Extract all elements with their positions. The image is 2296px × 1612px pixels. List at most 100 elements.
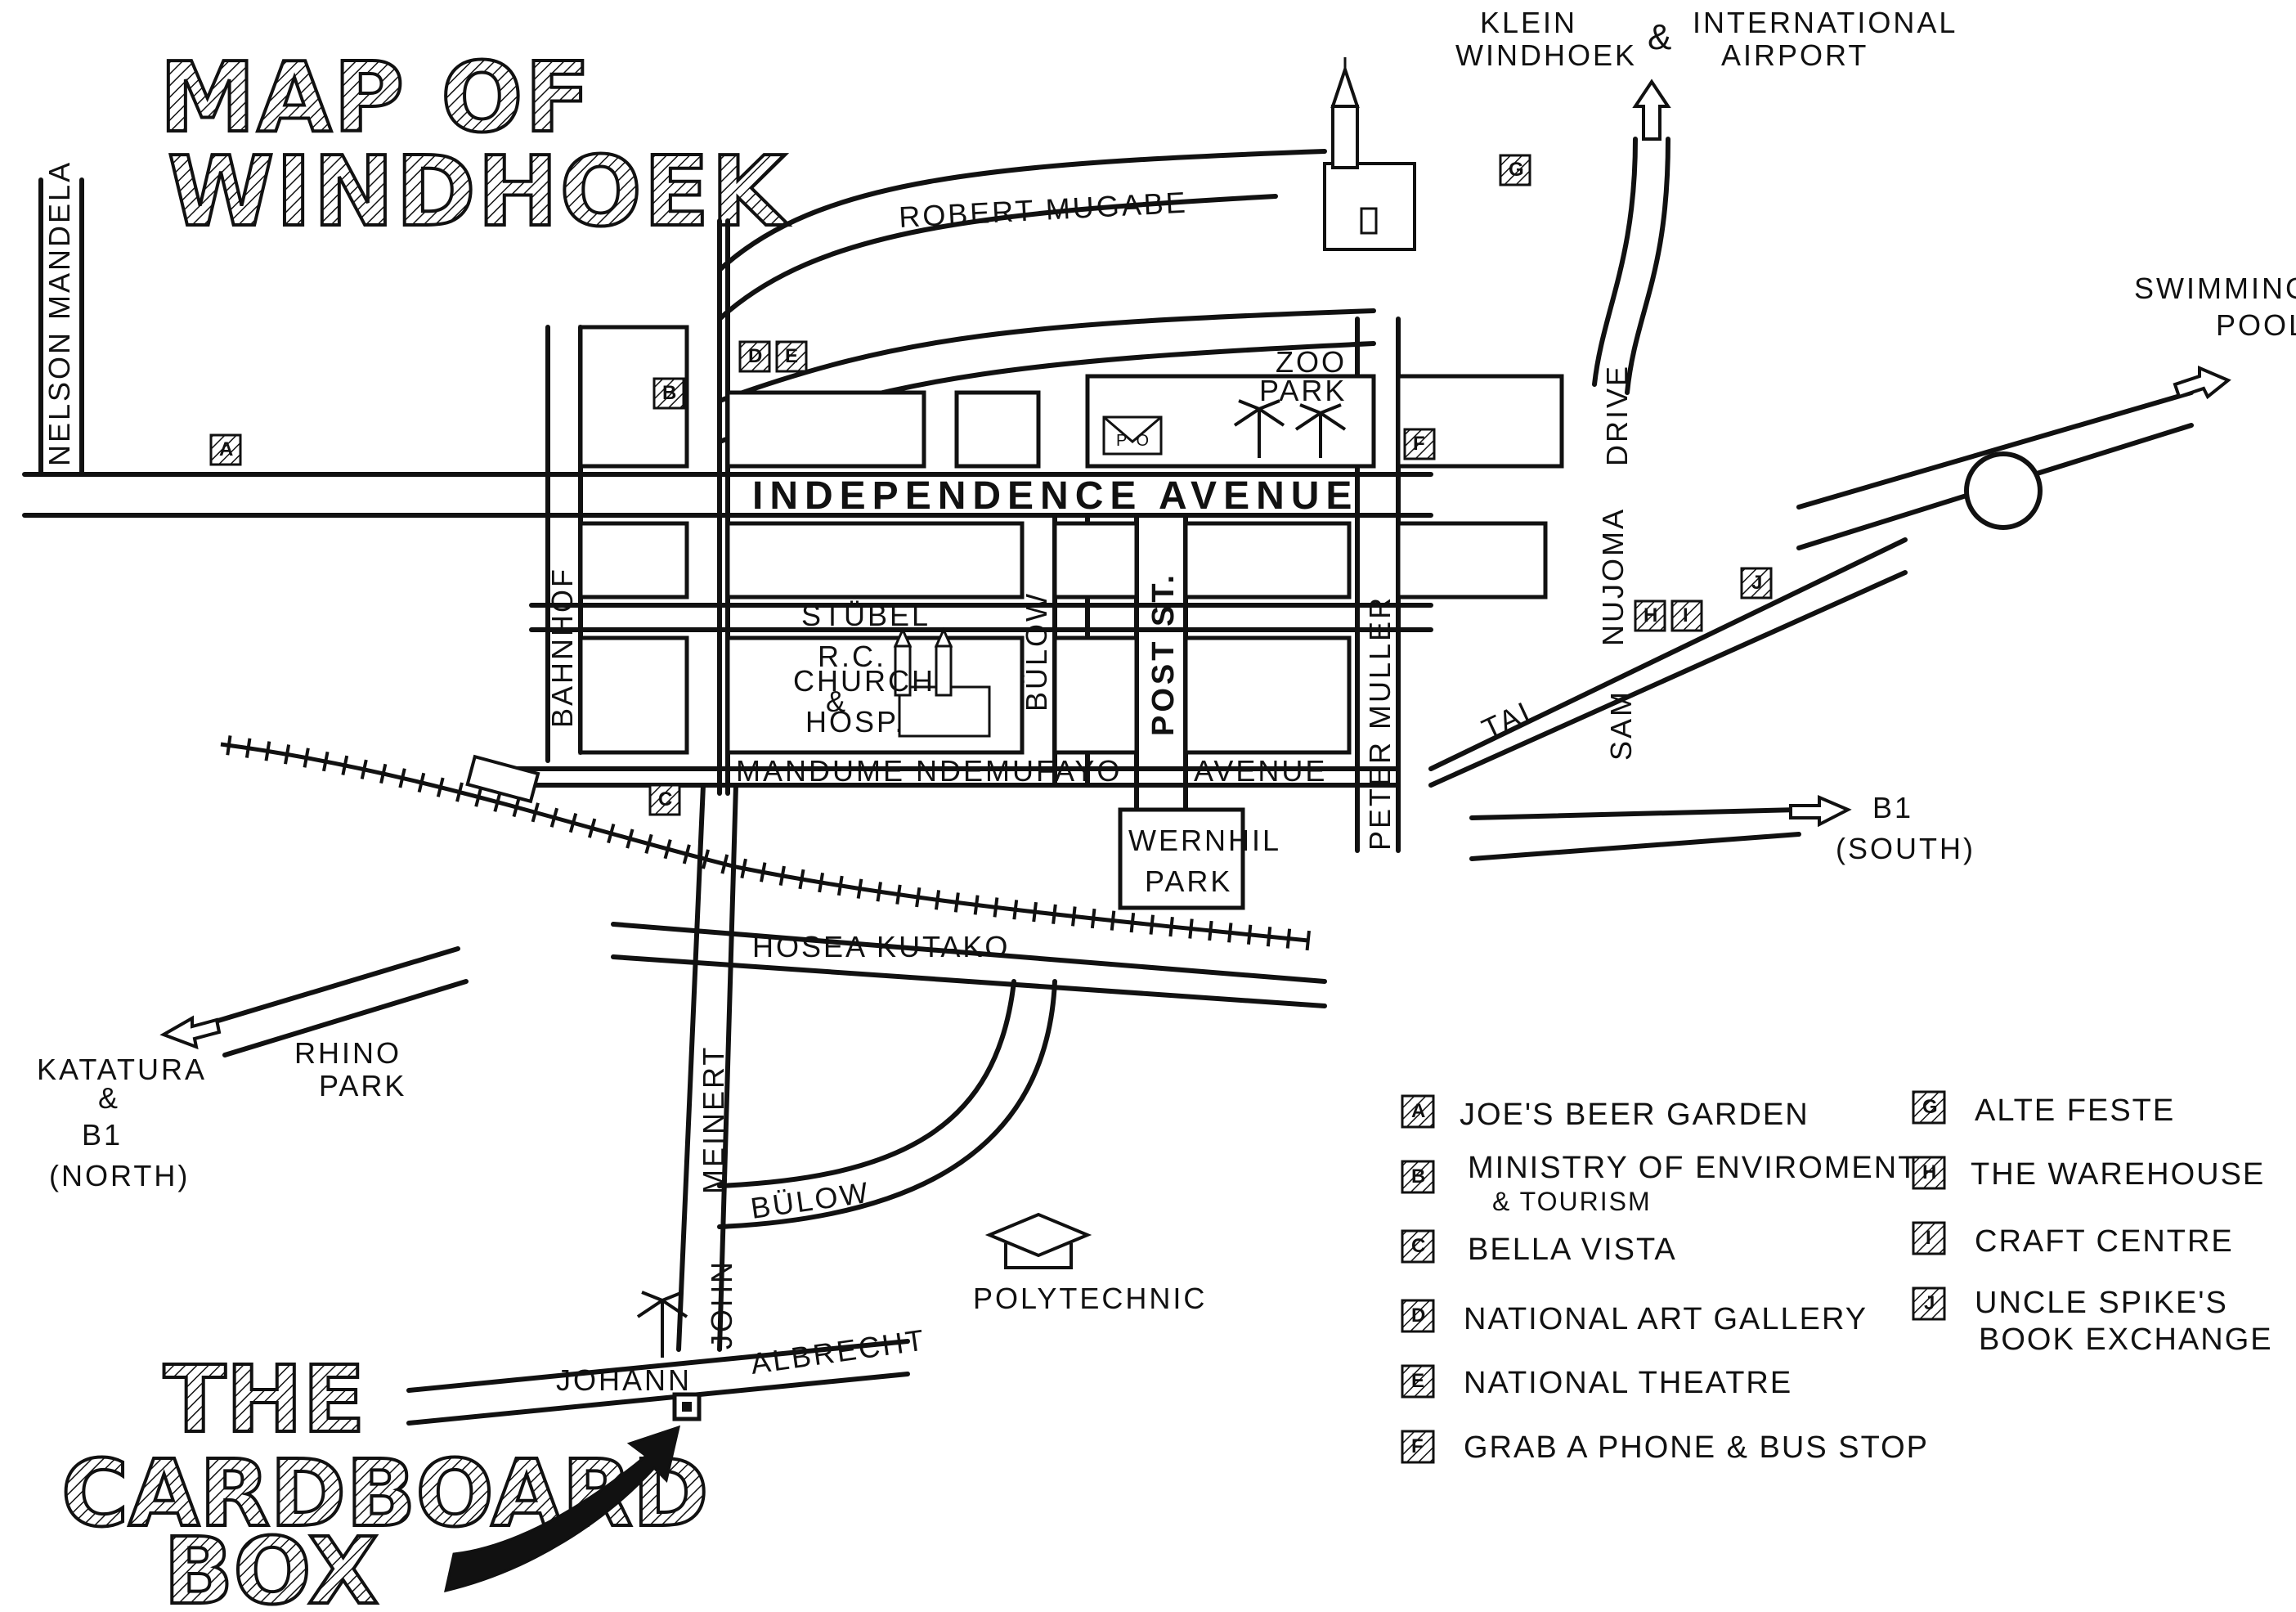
legend-item-a: A JOE'S BEER GARDEN <box>1401 1094 1809 1132</box>
street-nelson-mandela: NELSON MANDELA <box>43 160 76 466</box>
street-independence-avenue: INDEPENDENCE AVENUE <box>752 474 1358 518</box>
rhino-park-label: RHINO PARK <box>294 1036 406 1102</box>
street-mandume: MANDUME NDEMUFAYO <box>736 754 1122 788</box>
svg-text:B1: B1 <box>82 1118 123 1152</box>
map-markers: A B C D E F G H I J <box>209 154 1773 816</box>
marker-i: I <box>1670 599 1703 632</box>
svg-text:R.C.: R.C. <box>818 640 886 673</box>
wernhil-park-label: WERNHIL PARK <box>1128 824 1281 898</box>
christuskirche-icon <box>1323 57 1416 251</box>
legend-item-c: C BELLA VISTA <box>1401 1229 1677 1267</box>
marker-h: H <box>1634 599 1666 632</box>
svg-text:HOSP.: HOSP. <box>805 705 905 739</box>
svg-text:J: J <box>1924 1292 1935 1314</box>
cardboard-title-line3: BOX <box>164 1519 379 1612</box>
svg-text:KATATURA: KATATURA <box>37 1053 207 1086</box>
svg-text:AIRPORT: AIRPORT <box>1721 38 1868 72</box>
polytechnic-label: POLYTECHNIC <box>973 1282 1207 1315</box>
roundabout <box>1964 451 2043 530</box>
marker-f: F <box>1403 428 1436 460</box>
legend-item-g: G ALTE FESTE <box>1912 1090 2175 1128</box>
post-office-label: P O <box>1116 432 1151 450</box>
svg-text:UNCLE SPIKE'S: UNCLE SPIKE'S <box>1975 1286 2228 1320</box>
svg-text:MINISTRY OF ENVIROMENT: MINISTRY OF ENVIROMENT <box>1468 1151 1918 1185</box>
svg-text:NATIONAL THEATRE: NATIONAL THEATRE <box>1464 1366 1792 1400</box>
marker-a: A <box>209 433 242 466</box>
street-albrecht: ALBRECHT <box>748 1322 928 1381</box>
polytechnic-cap-icon <box>984 1212 1092 1269</box>
svg-text:I: I <box>1683 604 1688 626</box>
svg-text:RHINO: RHINO <box>294 1036 401 1070</box>
svg-text:PARK: PARK <box>1259 374 1347 407</box>
street-stubel: STÜBEL <box>801 599 931 632</box>
rc-church-icon <box>893 626 991 738</box>
svg-text:GRAB A PHONE & BUS STOP: GRAB A PHONE & BUS STOP <box>1464 1430 1929 1465</box>
street-johann: JOHANN <box>556 1363 692 1397</box>
street-hosea-kutako: HOSEA KUTAKO <box>752 930 1010 963</box>
svg-text:WINDHOEK: WINDHOEK <box>1455 38 1637 72</box>
svg-text:C: C <box>1411 1235 1425 1257</box>
street-post-st: POST ST. <box>1146 572 1181 736</box>
svg-text:J: J <box>1751 572 1762 594</box>
svg-text:G: G <box>1922 1096 1938 1118</box>
street-peter-muller: PETER MULLER <box>1363 595 1397 851</box>
street-avenue-label: AVENUE <box>1194 754 1327 788</box>
street-drive: DRIVE <box>1600 364 1634 466</box>
legend-item-f: F GRAB A PHONE & BUS STOP <box>1401 1430 1929 1465</box>
street-bulow-upper: BÜLOW <box>1020 591 1053 712</box>
ampersand-label: & <box>1648 17 1674 57</box>
svg-text:NATIONAL ART GALLERY: NATIONAL ART GALLERY <box>1464 1302 1868 1336</box>
swimming-pool-label: SWIMMING POOL <box>2134 272 2296 342</box>
legend-item-d: D NATIONAL ART GALLERY <box>1401 1299 1868 1336</box>
svg-text:PARK: PARK <box>319 1069 406 1102</box>
svg-text:E: E <box>785 345 798 367</box>
svg-text:F: F <box>1413 433 1425 455</box>
svg-text:B1: B1 <box>1872 791 1913 824</box>
svg-text:KLEIN: KLEIN <box>1480 6 1577 39</box>
marker-j: J <box>1740 567 1773 599</box>
svg-text:& TOURISM: & TOURISM <box>1492 1187 1652 1216</box>
svg-text:I: I <box>1926 1227 1931 1249</box>
east-arrow-b1-south <box>1789 794 1852 828</box>
post-office-icon <box>1102 415 1163 456</box>
svg-text:BOOK EXCHANGE: BOOK EXCHANGE <box>1979 1322 2273 1357</box>
svg-text:SWIMMING: SWIMMING <box>2134 272 2296 305</box>
svg-text:A: A <box>1411 1100 1425 1122</box>
west-arrow-katatura <box>159 1015 222 1050</box>
klein-windhoek-label: KLEIN WINDHOEK <box>1455 6 1637 72</box>
street-meinert: MEINERT <box>697 1045 730 1194</box>
svg-text:E: E <box>1411 1370 1424 1392</box>
city-blocks <box>578 325 1564 910</box>
svg-text:D: D <box>1411 1304 1425 1327</box>
svg-text:ALTE FESTE: ALTE FESTE <box>1975 1093 2175 1128</box>
map-title-line1: MAP OF <box>159 41 592 154</box>
street-bahnhof: BAHNHOF <box>545 567 579 728</box>
svg-text:F: F <box>1411 1435 1424 1457</box>
zoo-park-label: ZOO PARK <box>1259 345 1347 407</box>
street-nujoma: NUJOMA <box>1596 507 1630 646</box>
b1-south-label: B1 (SOUTH) <box>1836 791 1973 865</box>
street-john: JOHN <box>705 1260 738 1349</box>
cardboard-box-arrow <box>444 1425 681 1593</box>
cardboard-title-line1: THE <box>164 1347 365 1453</box>
svg-text:PARK: PARK <box>1145 864 1232 898</box>
svg-text:G: G <box>1509 159 1524 181</box>
svg-text:JOE'S BEER GARDEN: JOE'S BEER GARDEN <box>1460 1098 1809 1132</box>
street-sam: SAM <box>1604 689 1638 761</box>
svg-text:THE WAREHOUSE: THE WAREHOUSE <box>1971 1157 2265 1192</box>
international-airport-label: INTERNATIONAL AIRPORT <box>1693 6 1955 72</box>
svg-text:(NORTH): (NORTH) <box>49 1159 190 1192</box>
marker-d: D <box>738 340 771 373</box>
svg-text:&: & <box>98 1081 120 1115</box>
svg-text:BELLA VISTA: BELLA VISTA <box>1468 1233 1677 1267</box>
marker-c-bella-vista: C <box>648 784 681 816</box>
svg-text:WERNHIL: WERNHIL <box>1128 824 1281 857</box>
svg-text:C: C <box>658 788 672 810</box>
